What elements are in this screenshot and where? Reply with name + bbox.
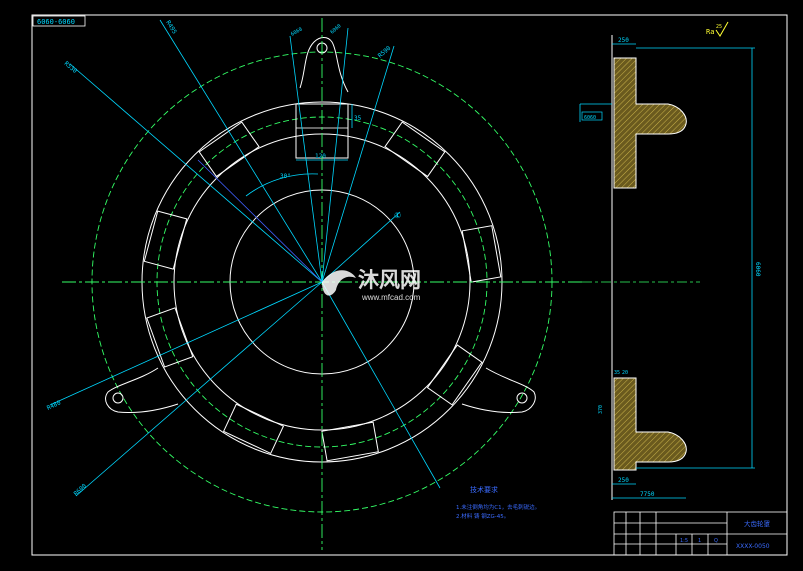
notes-line-2: 2.材料 铸 钢ZG-45。 — [456, 512, 509, 520]
watermark-cn: 沐风网 — [358, 269, 421, 292]
radius-label-4: R600 — [73, 482, 89, 497]
title-block — [613, 511, 788, 556]
angle-arc — [245, 173, 319, 197]
side-num-label: 370 — [598, 405, 604, 414]
title-tag-box — [32, 15, 86, 27]
left-lug — [105, 367, 179, 413]
slot-width-label: 120 — [315, 153, 326, 160]
roughness-prefix: Ra — [706, 28, 714, 36]
radius-line-7 — [321, 211, 401, 283]
radius-line-5 — [321, 45, 395, 283]
hole-label-2: 6060 — [329, 23, 342, 35]
bolt-slot — [461, 225, 502, 283]
radius-label-3: R480 — [46, 399, 62, 412]
title-block-frame — [613, 511, 788, 556]
blue-radius-line — [197, 159, 323, 283]
height-label: 6060 — [754, 262, 761, 277]
overall-width-label: 7750 — [640, 491, 655, 498]
bolt-slot — [198, 121, 260, 178]
flange-callout-box — [581, 111, 603, 121]
title-block-scale: 1:5 — [680, 538, 688, 544]
bolt-slot — [384, 121, 446, 178]
radius-line-9 — [321, 27, 349, 283]
front-view: 120 35 R530 R495 R480 R600 R590 30° ① — [46, 18, 582, 550]
flange-callout: 6060 — [584, 115, 596, 121]
lower-section — [613, 377, 687, 471]
radius-line-3 — [49, 281, 323, 406]
left-lug-hole — [112, 392, 124, 404]
hole-label-1: 6060 — [290, 27, 303, 38]
technical-notes: 技术要求 1.未注倒角均为C1，去毛刺锐边。 2.材料 铸 钢ZG-45。 — [456, 485, 540, 520]
title-block-mark: Q — [714, 538, 718, 544]
section-view: 250 6060 6060 35 20 370 250 7750 — [579, 35, 761, 500]
notes-title: 技术要求 — [470, 485, 498, 494]
radius-label-2: R495 — [164, 19, 178, 35]
mid-left-label: 35 — [614, 370, 620, 376]
mid-right-label: 20 — [622, 370, 628, 376]
watermark-logo-icon — [322, 270, 356, 296]
radius-label-1: R530 — [63, 60, 79, 75]
radius-line-2 — [159, 19, 323, 283]
right-lug — [461, 367, 536, 413]
roughness-check-icon — [715, 21, 729, 37]
bolt-slot — [426, 344, 483, 406]
watermark-url: www.mfcad.com — [361, 293, 421, 302]
top-width-label: 250 — [618, 37, 629, 44]
drawing-frame — [31, 14, 788, 556]
radius-line-4 — [75, 281, 323, 497]
bolt-slot — [143, 210, 188, 270]
notes-line-1: 1.未注倒角均为C1，去毛刺锐边。 — [456, 503, 540, 511]
bolt-slot — [222, 403, 285, 455]
top-lug — [299, 37, 349, 93]
roughness-value: 25 — [716, 24, 722, 30]
roughness-symbol: Ra 25 — [706, 21, 729, 37]
title-tag: 6060-6060 — [37, 18, 75, 26]
title-block-number: XXXX-0050 — [736, 543, 770, 550]
slot-group — [143, 121, 502, 462]
circle-marker: ① — [394, 211, 401, 220]
bottom-width-label: 250 — [618, 477, 629, 484]
radius-line-8 — [289, 35, 323, 283]
right-lug-hole — [516, 392, 528, 404]
radius-line-1 — [69, 63, 323, 283]
bolt-slot — [321, 421, 379, 462]
watermark: 沐风网 www.mfcad.com — [322, 269, 421, 302]
title-block-qty: 1 — [698, 538, 701, 544]
slot-height-label: 35 — [354, 115, 362, 122]
title-block-name: 大齿轮罩 — [744, 519, 771, 528]
upper-section — [613, 57, 687, 189]
radius-line-6 — [321, 281, 441, 489]
angle-label: 30° — [280, 173, 291, 180]
bolt-slot — [146, 307, 194, 368]
